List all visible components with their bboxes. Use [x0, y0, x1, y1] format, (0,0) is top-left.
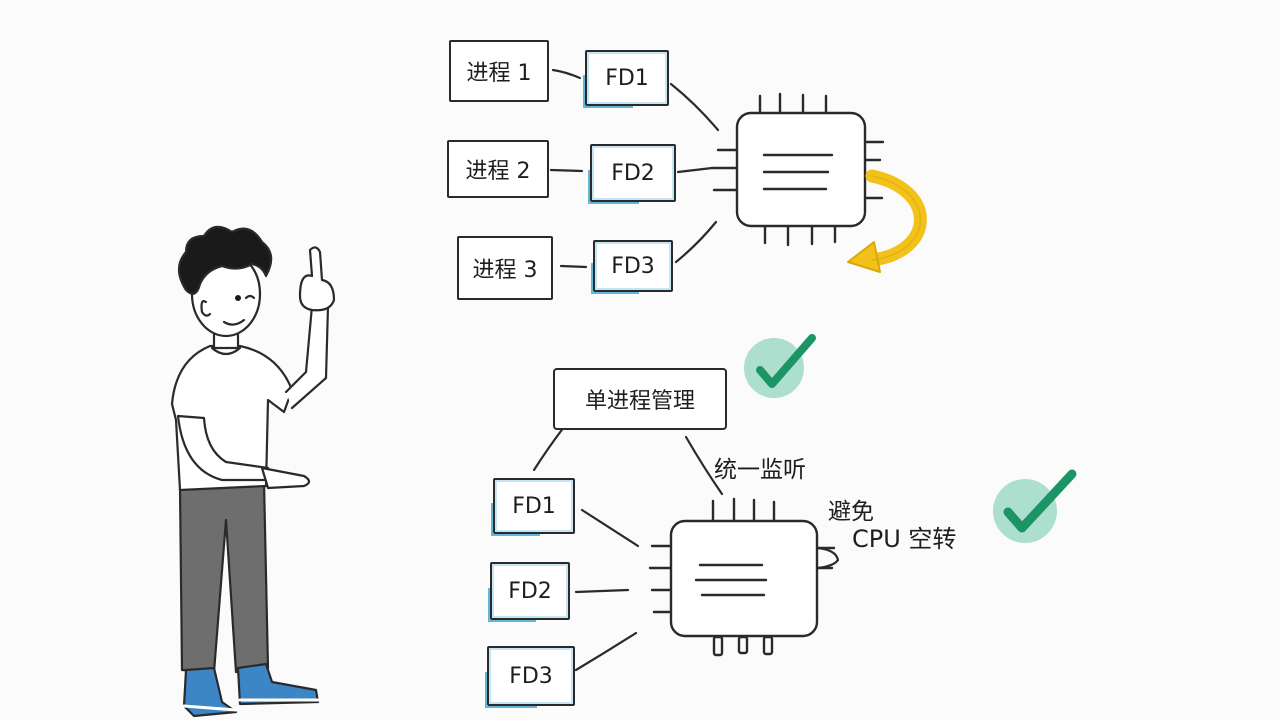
connector-cpu-avoid — [816, 546, 840, 570]
connector-p3-fd3 — [559, 264, 588, 269]
bottom-cpu-chip-icon — [648, 497, 836, 657]
avoid-label-line1: 避免 — [828, 499, 874, 525]
manager-label: 单进程管理 — [584, 389, 695, 414]
connector-fd3-cpu — [674, 220, 718, 264]
connector-fd2-cpu-bottom — [574, 588, 630, 594]
fd1-label-bottom: FD1 — [512, 493, 556, 519]
fd2-box-top: FD2 — [588, 144, 676, 204]
connector-p2-fd2 — [549, 168, 584, 173]
avoid-label-line2: CPU 空转 — [852, 525, 957, 553]
fd1-box-top: FD1 — [583, 50, 669, 108]
process-1-box: 进程 1 — [449, 40, 549, 102]
bottom-connectors — [532, 425, 840, 672]
fd3-label-top: FD3 — [611, 253, 655, 279]
top-connectors — [549, 68, 720, 269]
connector-fd2-cpu — [676, 166, 714, 174]
connector-fd1-cpu-bottom — [580, 508, 640, 548]
fd2-box-bottom: FD2 — [488, 562, 570, 622]
person-figure — [170, 225, 336, 718]
process-3-label: 进程 3 — [472, 258, 538, 283]
process-2-box: 进程 2 — [447, 140, 549, 198]
check-mark-icon-2 — [993, 469, 1077, 543]
process-2-label: 进程 2 — [465, 159, 531, 184]
check-mark-icon — [744, 334, 816, 398]
connector-manager-fd1 — [532, 425, 566, 472]
fd1-label-top: FD1 — [605, 65, 649, 91]
top-cpu-chip-icon — [710, 92, 885, 247]
process-3-box: 进程 3 — [457, 236, 553, 300]
loop-arrow-icon — [847, 169, 927, 273]
fd1-box-bottom: FD1 — [491, 478, 575, 536]
process-1-label: 进程 1 — [466, 61, 532, 86]
connector-fd3-cpu-bottom — [574, 631, 638, 672]
connector-p1-fd1 — [551, 68, 582, 80]
fd3-box-top: FD3 — [591, 240, 673, 294]
fd3-box-bottom: FD3 — [485, 646, 575, 708]
unified-listen-label: 统一监听 — [714, 457, 806, 483]
connector-manager-cpu — [684, 435, 724, 496]
connector-fd1-cpu — [669, 82, 720, 132]
fd2-label-bottom: FD2 — [508, 578, 552, 604]
single-process-manager-box: 单进程管理 — [553, 368, 727, 430]
fd2-label-top: FD2 — [611, 160, 655, 186]
fd3-label-bottom: FD3 — [509, 663, 553, 689]
